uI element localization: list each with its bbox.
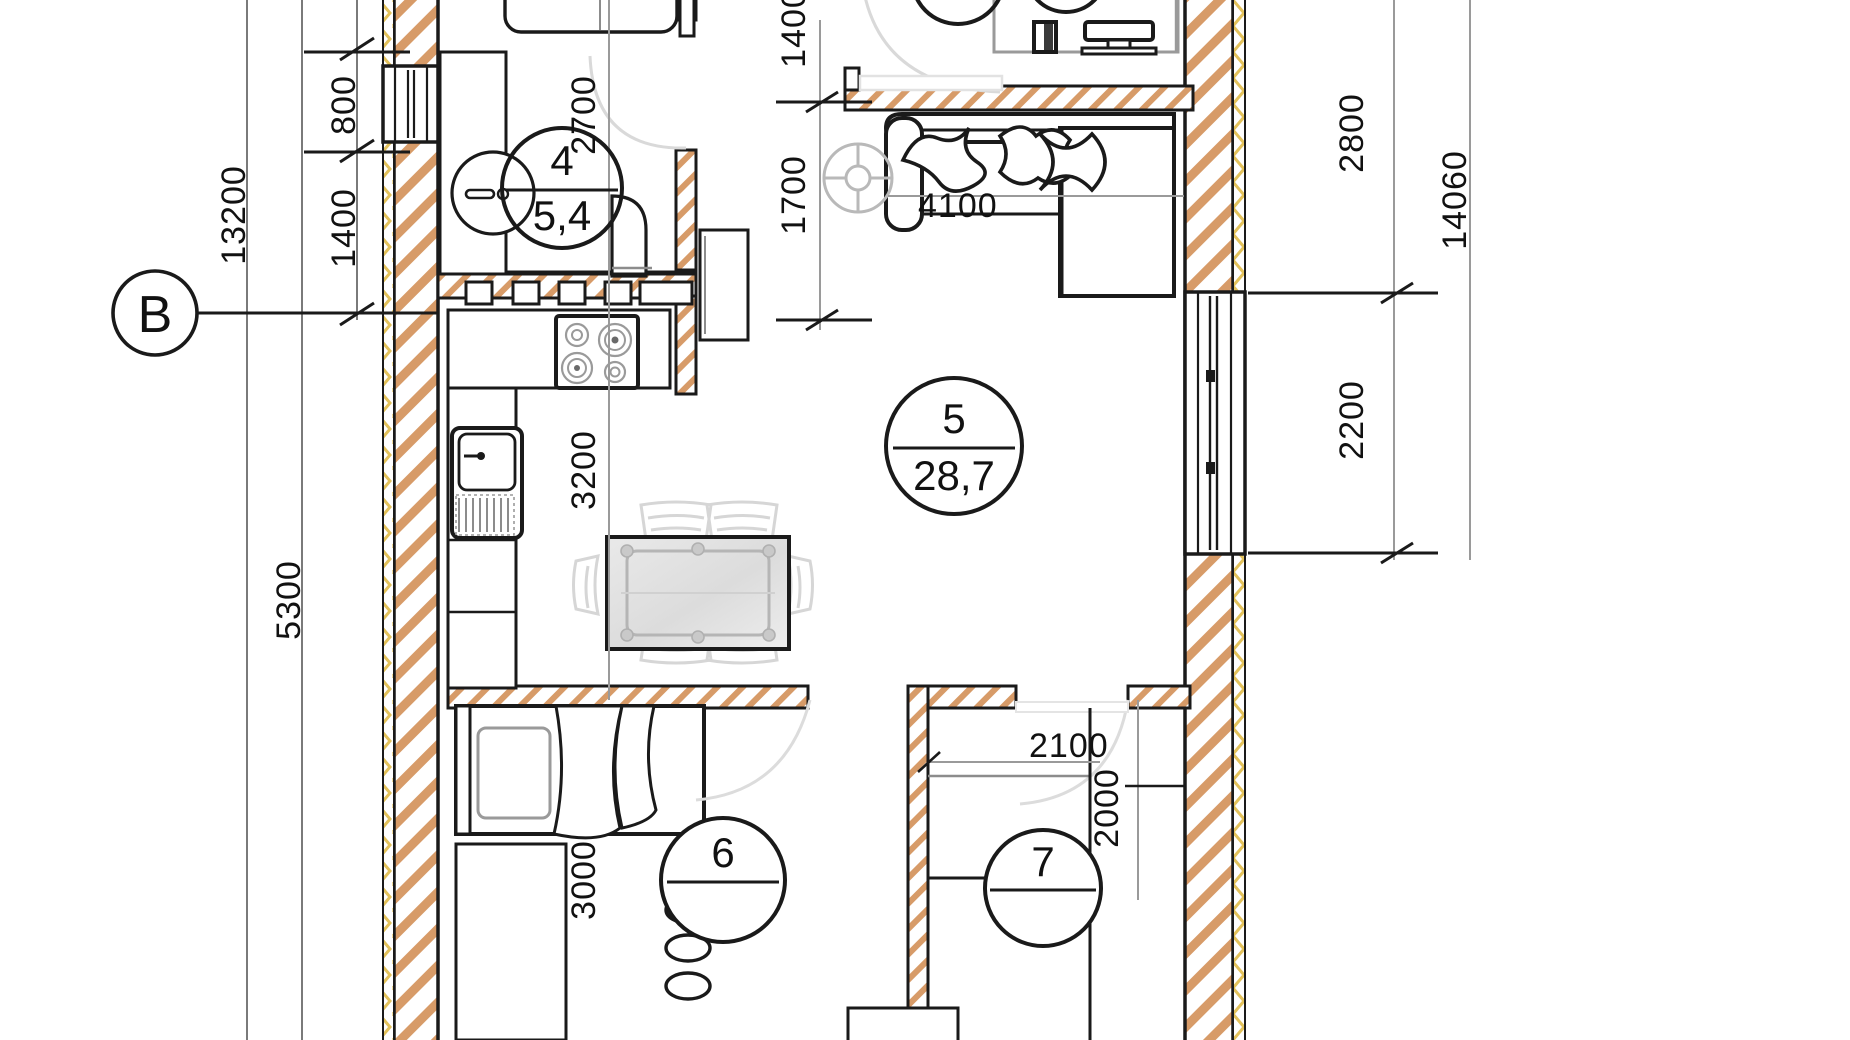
dim-800: 800 (325, 75, 363, 135)
sofa (883, 112, 1176, 298)
axis-label-b: B (138, 286, 173, 344)
wall-cabinets (464, 280, 694, 306)
dim-2000: 2000 (1088, 768, 1126, 848)
dining-table (572, 500, 814, 665)
room-number-7: 7 (1031, 838, 1054, 885)
dim-1400-left: 1400 (325, 188, 363, 268)
dim-4100: 4100 (918, 187, 998, 225)
room-bubble-4 (500, 126, 624, 250)
room-area-4: 5,4 (533, 192, 591, 239)
room-number-6: 6 (711, 829, 734, 876)
partition-room7-top (906, 684, 1192, 710)
dim-2700: 2700 (565, 75, 603, 155)
dim-3000: 3000 (565, 840, 603, 920)
dim-2100: 2100 (1029, 727, 1109, 765)
dim-3200: 3200 (565, 430, 603, 510)
room-number-5: 5 (942, 395, 965, 442)
room-area-5: 28,7 (913, 452, 995, 499)
dim-14060: 14060 (1436, 150, 1474, 250)
bathtub (503, 0, 696, 38)
dim-2800: 2800 (1333, 93, 1371, 173)
round-rug (822, 142, 894, 214)
cooktop (554, 314, 640, 390)
desk-with-monitor (858, 0, 1180, 94)
dim-5300: 5300 (270, 560, 308, 640)
dim-1700: 1700 (775, 155, 813, 235)
room-bubble-7 (983, 828, 1103, 948)
room7-interior (846, 708, 1092, 1040)
exterior-wall-right (1183, 0, 1247, 1040)
dim-13200: 13200 (215, 165, 253, 265)
room-number-4: 4 (550, 137, 573, 184)
washbasin (450, 150, 536, 236)
bed-room-6 (454, 704, 706, 840)
axis-bubble-b (111, 269, 199, 357)
dim-2200: 2200 (1333, 380, 1371, 460)
wardrobe-room-6 (454, 842, 568, 1040)
room-bubble-6 (659, 816, 787, 944)
dim-1400-top: 1400 (775, 0, 813, 68)
exterior-wall-left (381, 0, 440, 1040)
partition-room7-left (906, 684, 930, 1040)
room-bubble-5 (884, 376, 1024, 516)
dimension-lines (196, 0, 1471, 1040)
kitchen-sink (450, 426, 524, 540)
